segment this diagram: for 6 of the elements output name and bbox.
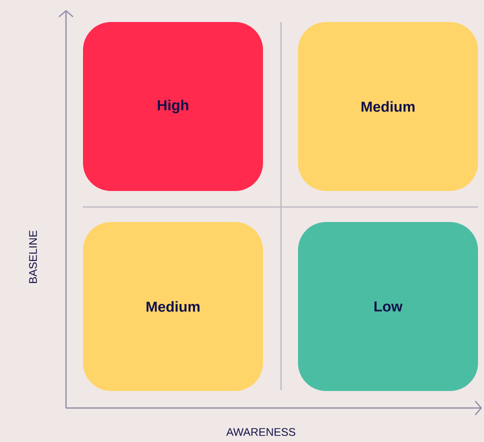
axis-label: AWARENESS: [226, 428, 296, 436]
quadrant-box: Low: [298, 222, 478, 391]
quadrant-box: High: [83, 22, 263, 191]
quadrant-box: Medium: [298, 22, 478, 191]
quadrant-box: Medium: [83, 222, 263, 391]
axis-label: BASELINE: [29, 230, 37, 283]
